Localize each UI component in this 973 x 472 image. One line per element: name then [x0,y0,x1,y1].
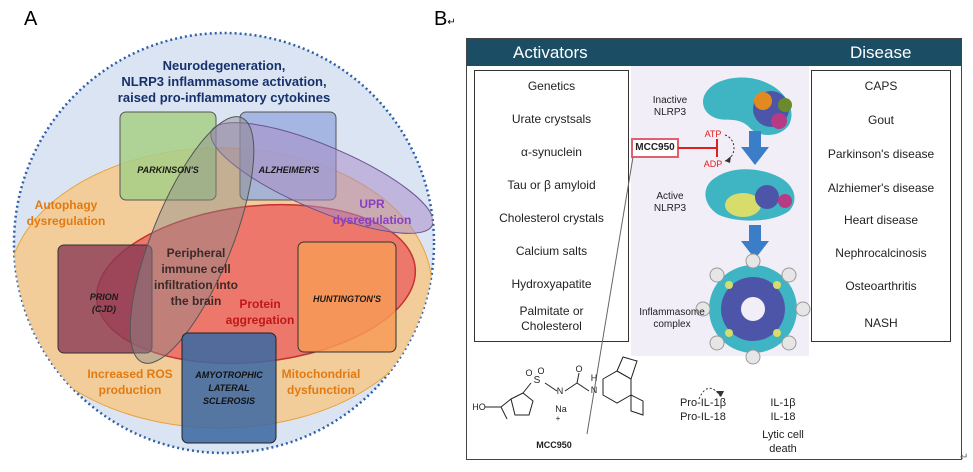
peripheral-label-line4: the brain [171,294,222,308]
huntingtons-label: HUNTINGTON'S [313,294,381,304]
pro-il18-label: Pro-IL-18 [680,411,726,423]
adp-label: ADP [703,159,723,169]
panel-a-diagram: Neurodegeneration, NLRP3 inflammasome ac… [12,31,436,455]
disease-item: CAPS [864,79,898,93]
peripheral-label-line3: infiltration into [154,278,238,292]
protein-label-line2: aggregation [226,313,295,327]
mito-label-line2: dysfunction [287,383,355,397]
activator-item: Urate crystsals [511,112,592,126]
disease-item: Heart disease [843,213,919,227]
disease-box: CAPS Gout Parkinson's disease Alzhiemer'… [811,70,951,342]
lytic-label-line2: death [769,443,797,455]
atom-h: H [590,373,598,383]
als-label-line1: AMYOTROPHIC [194,370,263,380]
ros-label-line2: production [99,383,162,397]
atom-o: O [575,364,583,374]
upr-label-line2: dysregulation [333,213,412,227]
inflammasome-label-line2: complex [653,319,691,330]
disease-header: Disease [850,43,912,62]
panel-b-label: B↵ [434,8,456,31]
prion-label-line2: (CJD) [92,304,116,314]
il18-label: IL-18 [770,411,796,423]
alzheimers-label: ALZHEIMER'S [258,165,320,175]
peripheral-label-line1: Peripheral [167,246,226,260]
prion-label-line1: PRION [90,292,119,302]
disease-item: Nephrocalcinosis [835,246,927,260]
outer-title-line2: NLRP3 inflammasome activation, [121,74,326,89]
ros-label-line1: Increased ROS [87,367,172,381]
disease-item: NASH [864,316,898,330]
atom-nh: N [590,385,598,395]
disease-item: Alzhiemer's disease [827,181,935,195]
activators-box: Genetics Urate crystsals α-synuclein Tau… [474,70,629,342]
prion-box [57,244,153,354]
disease-item: Osteoarthritis [845,279,917,293]
drug-box-label: MCC950 [635,142,675,153]
activator-item: Cholesterol [521,319,582,333]
activator-item: Palmitate or [519,304,584,318]
activator-item: Genetics [527,79,576,93]
outer-title-line3: raised pro-inflammatory cytokines [118,90,330,105]
atom-n: N [556,386,564,396]
active-label-line1: Active [656,191,684,202]
panel-b-graphics [485,66,811,435]
paragraph-mark: ↵ [447,17,456,28]
panel-b-header: Activators Disease [467,39,961,66]
down-arrow [741,225,769,259]
pro-il1b-label: Pro-IL-1β [679,397,727,409]
autophagy-label-line1: Autophagy [35,198,98,212]
disease-item: Parkinson's disease [827,147,935,161]
als-label-line3: SCLEROSIS [203,396,255,406]
activator-item: α-synuclein [521,145,582,159]
outer-title-line1: Neurodegeneration, [163,58,286,73]
inflammasome-ring [695,253,811,365]
activator-item: Hydroxyapatite [511,277,592,291]
il1b-label: IL-1β [770,397,796,409]
als-box [181,332,277,444]
inactive-label-line1: Inactive [652,95,688,106]
inactive-nlrp3-protein [703,77,792,135]
parkinsons-box [119,111,217,201]
atom-s: S [533,375,541,386]
lytic-label-line1: Lytic cell [762,429,804,441]
down-arrow [741,131,769,165]
atp-adp-arrowhead [725,156,731,163]
atom-plus: + [555,414,561,423]
structure-caption: MCC950 [536,440,572,450]
mcc950-structure [485,356,644,420]
atp-adp-curve [724,134,735,162]
active-nlrp3-protein [705,169,795,221]
output-arrowhead [716,391,724,397]
upr-label-line1: UPR [359,197,385,211]
als-label-line2: LATERAL [208,383,249,393]
peripheral-label-line2: immune cell [161,262,230,276]
protein-label-line1: Protein [239,297,280,311]
paragraph-end-mark: ↵ [960,452,969,463]
activators-header: Activators [513,43,588,62]
huntingtons-box [297,241,397,353]
atom-ho: HO [472,402,486,412]
inactive-label-line2: NLRP3 [653,107,687,118]
atom-o: O [525,368,533,378]
atom-o: O [537,366,545,376]
mito-label-line1: Mitochondrial [282,367,361,381]
active-label-line2: NLRP3 [653,203,687,214]
atp-label: ATP [704,129,722,139]
activator-item: Calcium salts [515,244,588,258]
atom-na: Na [555,404,567,414]
disease-item: Gout [867,113,894,127]
autophagy-label-line2: dysregulation [27,214,106,228]
activator-item: Tau or β amyloid [507,178,596,192]
activator-item: Cholesterol crystals [499,211,604,225]
panel-a-label: A [24,8,38,30]
panel-b-letter: B [434,8,448,30]
peripheral-ellipse [129,116,255,364]
inflammasome-label-line1: Inflammasome [639,307,705,318]
parkinsons-label: PARKINSON'S [137,165,198,175]
structure-connector [586,156,634,435]
panel-b: Activators Disease Genetics Urate crysts… [466,38,962,460]
